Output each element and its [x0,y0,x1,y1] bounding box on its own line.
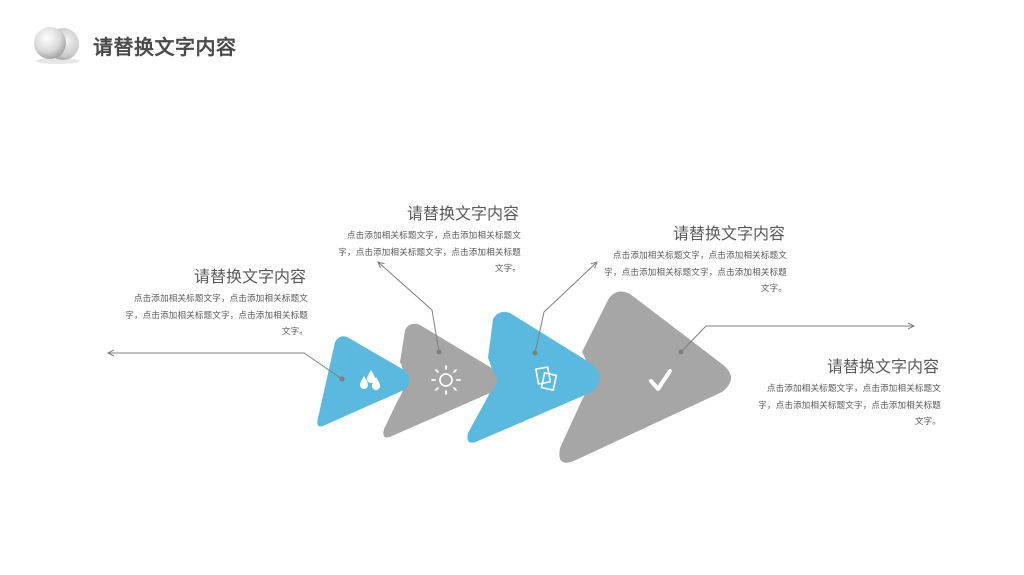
leader-line-4 [678,326,915,355]
documents-icon [535,366,558,391]
step-1-description: 点击添加相关标题文字，点击添加相关标题文字，点击添加相关标题文字，点击添加相关标… [125,294,308,337]
arrow-shape-4 [559,291,731,463]
leader-line-1 [108,353,345,382]
water-drops-icon [360,370,380,390]
step-3-title: 请替换文字内容 [673,224,786,243]
step-3-description: 点击添加相关标题文字，点击添加相关标题文字，点击添加相关标题文字，点击添加相关标… [604,251,787,294]
logo-icon [34,27,80,64]
page-title: 请替换文字内容 [93,35,237,59]
step-4-title: 请替换文字内容 [827,357,940,376]
arrow-shape-3 [467,311,600,443]
step-2-description: 点击添加相关标题文字，点击添加相关标题文字，点击添加相关标题文字，点击添加相关标… [338,231,521,274]
step-4-description: 点击添加相关标题文字，点击添加相关标题文字，点击添加相关标题文字，点击添加相关标… [758,384,941,427]
leader-line-3 [532,262,598,356]
checkmark-icon [649,369,672,391]
step-2-title: 请替换文字内容 [407,204,520,223]
sun-icon [431,365,461,395]
step-1-title: 请替换文字内容 [194,267,307,286]
leader-line-2 [378,262,442,355]
